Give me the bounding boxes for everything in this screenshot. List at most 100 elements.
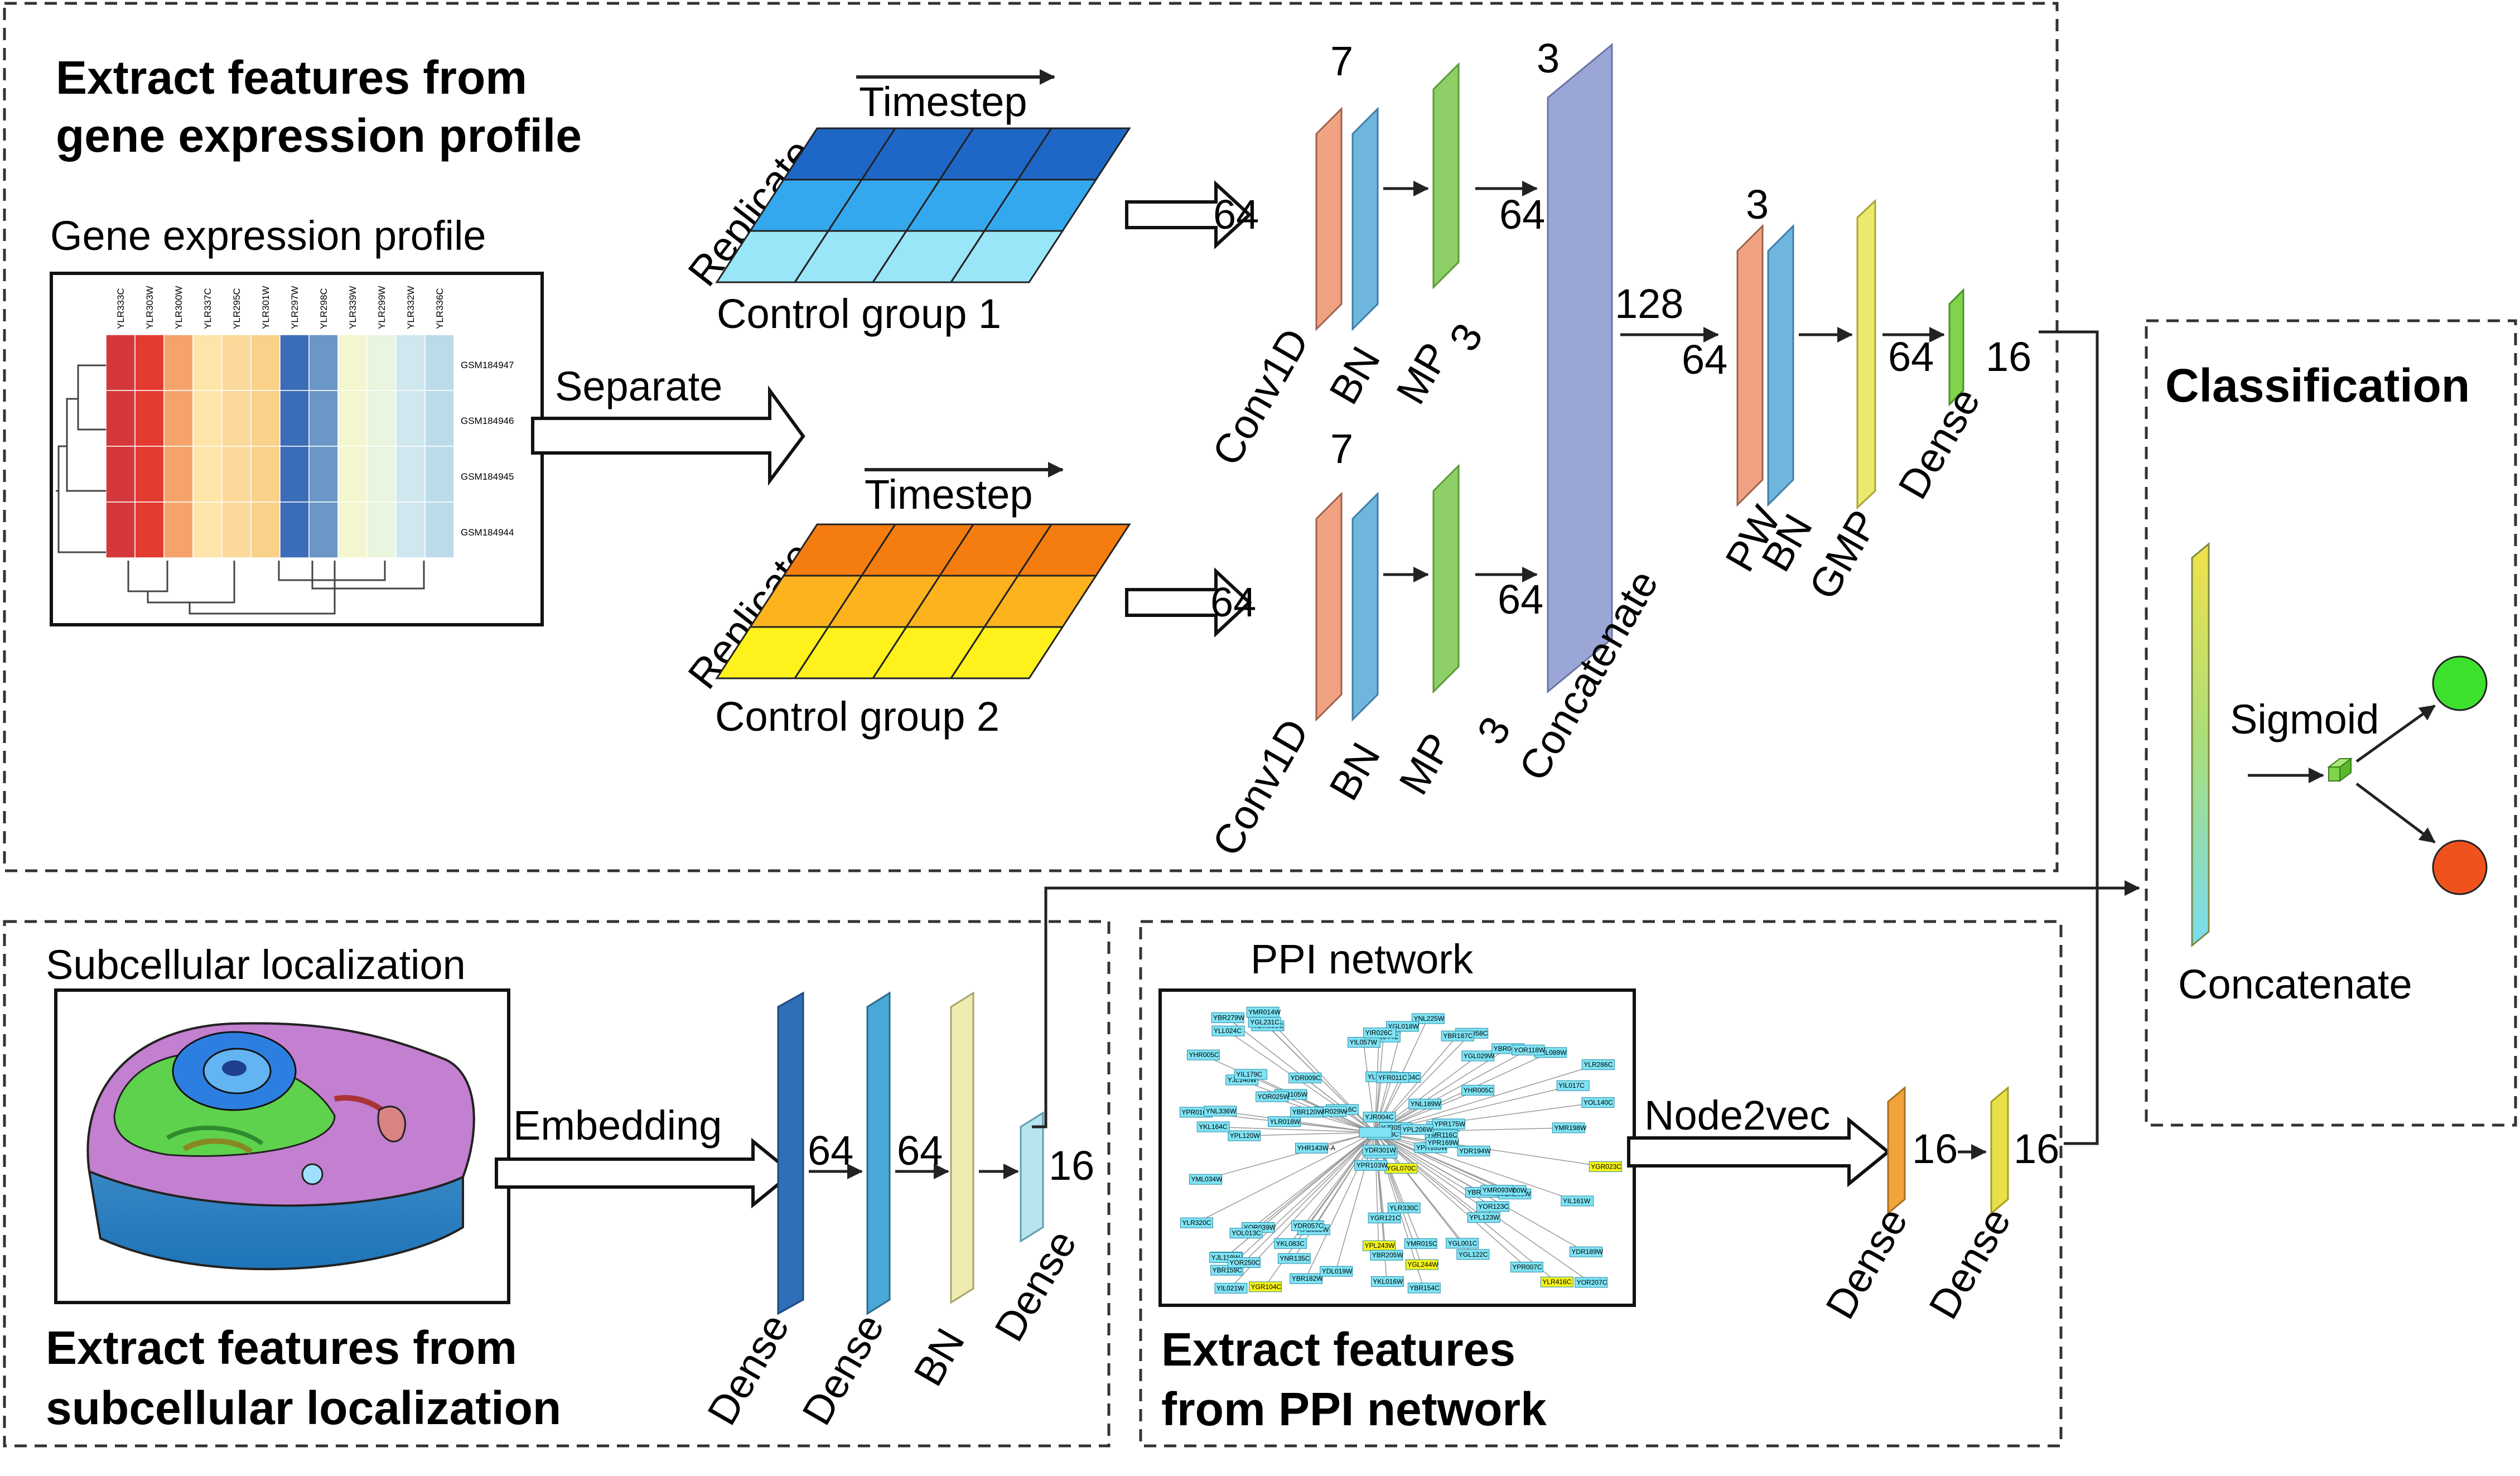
ppi-node	[1187, 1049, 1220, 1060]
positive-output-node	[2432, 655, 2488, 711]
ppi-node-label: YPL123W	[1469, 1214, 1500, 1222]
ppi-node	[1274, 1238, 1307, 1249]
ppi-node-label: YNL189W	[1411, 1100, 1441, 1108]
ppi-node-label: YLL024C	[1214, 1027, 1242, 1035]
ppi-node	[1457, 1145, 1490, 1156]
pw-in: 64	[1682, 336, 1727, 383]
head-layers: 3 64 64 16 PW BN GMP Dense	[1682, 181, 2031, 607]
ppi-node	[1189, 1174, 1222, 1185]
ppi-node-label: YOR207C	[1577, 1279, 1607, 1286]
heatmap-column-label: YLR298C	[318, 288, 329, 329]
head-bn-layer	[1767, 224, 1794, 507]
ppi-edge	[1374, 1132, 1497, 1191]
ppi-edge	[1226, 1132, 1375, 1271]
ppi-node-label: YPL120W	[1230, 1132, 1261, 1140]
ppi-node-label: YBR182W	[1292, 1275, 1324, 1282]
sub-dense3-label: Dense	[986, 1222, 1085, 1349]
gene-section-title-line1: Extract features from	[56, 51, 527, 104]
ppi-node-label: YLR286C	[1584, 1061, 1613, 1069]
ppi-node-label: YOL140C	[1584, 1098, 1613, 1106]
sigmoid-node-cube	[2327, 758, 2353, 782]
ppi-edge	[1205, 1132, 1375, 1180]
dense-green-layer	[1948, 288, 1964, 407]
branch2-mp-label: MP	[1390, 725, 1461, 802]
ppi-node	[1405, 1259, 1438, 1270]
ppi-node-label: YHR005C	[1464, 1086, 1494, 1094]
heatmap-cell	[337, 446, 368, 503]
ppi-node-label: YMR093W	[1483, 1186, 1515, 1194]
heatmap-cell	[105, 501, 136, 558]
branch1-mp-out: 64	[1499, 191, 1545, 238]
branch1-bn-layer	[1351, 107, 1379, 331]
ppi-dense2-label: Dense	[1920, 1200, 2020, 1327]
ppi-node	[1411, 1013, 1445, 1024]
ppi-edge	[1374, 1132, 1577, 1202]
ppi-node	[1363, 1028, 1397, 1039]
node2vec-label: Node2vec	[1644, 1092, 1830, 1139]
control-group-2-grid: Timestep Replicate Control group 2	[679, 462, 1131, 740]
heatmap-row-label: GSM184944	[461, 527, 514, 538]
ppi-node-label: YPR175W	[1434, 1120, 1466, 1128]
ppi-node	[1248, 1281, 1282, 1292]
subcellular-section-box	[3, 920, 1111, 1448]
heatmap-cell	[134, 446, 165, 503]
heatmap-column-label: YLR332W	[405, 286, 416, 329]
heatmap-cell	[308, 501, 339, 558]
ppi-node-label: YPL243W	[1365, 1242, 1396, 1250]
ppi-node	[1290, 1273, 1323, 1284]
gene-to-classification-connector	[2039, 330, 2099, 887]
pw-layer	[1736, 224, 1764, 507]
ppi-node-label: YBR154C	[1409, 1284, 1440, 1292]
heatmap-column-label: YLR299W	[376, 286, 387, 329]
ppi-node	[1229, 1228, 1263, 1239]
ppi-node	[1408, 1098, 1442, 1110]
ppi-node	[1467, 1212, 1500, 1223]
heatmap-column-label: YLR303W	[144, 286, 155, 329]
dense-label: Dense	[1889, 380, 1989, 507]
ppi-edge	[1374, 1132, 1510, 1191]
heatmap-column-label: YLR295C	[231, 288, 242, 329]
heatmap-row-label: GSM184947	[461, 360, 514, 370]
heatmap-cell	[163, 446, 194, 503]
ppi-edge	[1374, 1064, 1598, 1133]
ppi-node-label: YLR330C	[1389, 1204, 1418, 1212]
ppi-dense1-out: 16	[1912, 1126, 1958, 1172]
branch2-bn-label: BN	[1320, 735, 1389, 808]
branch1-input-size: 64	[1213, 191, 1259, 238]
ppi-edge	[1196, 1132, 1375, 1223]
heatmap-cell	[424, 501, 455, 558]
heatmap-cell	[337, 390, 368, 447]
ppi-node	[1461, 1050, 1495, 1062]
classification-concat-label: Concatenate	[2178, 961, 2412, 1007]
ppi-node-label: YOR123C	[1478, 1203, 1509, 1210]
branch1-bn-label: BN	[1320, 339, 1389, 412]
heatmap-cell	[250, 334, 281, 391]
group1-label: Control group 1	[717, 291, 1001, 337]
ppi-node-label: YDR009C	[1291, 1074, 1321, 1082]
ppi-node-label: YOR118W	[1514, 1046, 1546, 1054]
ppi-node-label: YKL164C	[1199, 1123, 1228, 1131]
heatmap-cell	[250, 446, 281, 503]
heatmap-cell	[308, 334, 339, 391]
ppi-node	[1295, 1142, 1328, 1154]
dense-out: 16	[1986, 334, 2031, 380]
branch1-mp-layer	[1432, 62, 1460, 290]
heatmap-cell	[366, 334, 397, 391]
ppi-node	[1214, 1282, 1248, 1294]
heatmap-cell	[134, 334, 165, 391]
heatmap-cell	[395, 446, 426, 503]
heatmap-cell	[424, 334, 455, 391]
heatmap-row-label: GSM184946	[461, 416, 514, 426]
ppi-node	[1480, 1185, 1514, 1196]
gmp-layer	[1856, 199, 1876, 510]
heatmap-cell	[366, 446, 397, 503]
ppi-edge	[1374, 1132, 1527, 1267]
branch1-layers: 64 7 64 3 Conv1D BN MP	[1203, 38, 1545, 473]
ppi-node	[1320, 1266, 1353, 1277]
classification-concat-layer	[2191, 542, 2210, 948]
ppi-node-label: YBR205W	[1372, 1251, 1404, 1259]
ppi-node	[1228, 1130, 1261, 1141]
ppi-node-label: YPL206W	[1402, 1126, 1433, 1133]
ppi-node	[1404, 1238, 1437, 1249]
sub-dense3-layer	[1020, 1111, 1044, 1243]
